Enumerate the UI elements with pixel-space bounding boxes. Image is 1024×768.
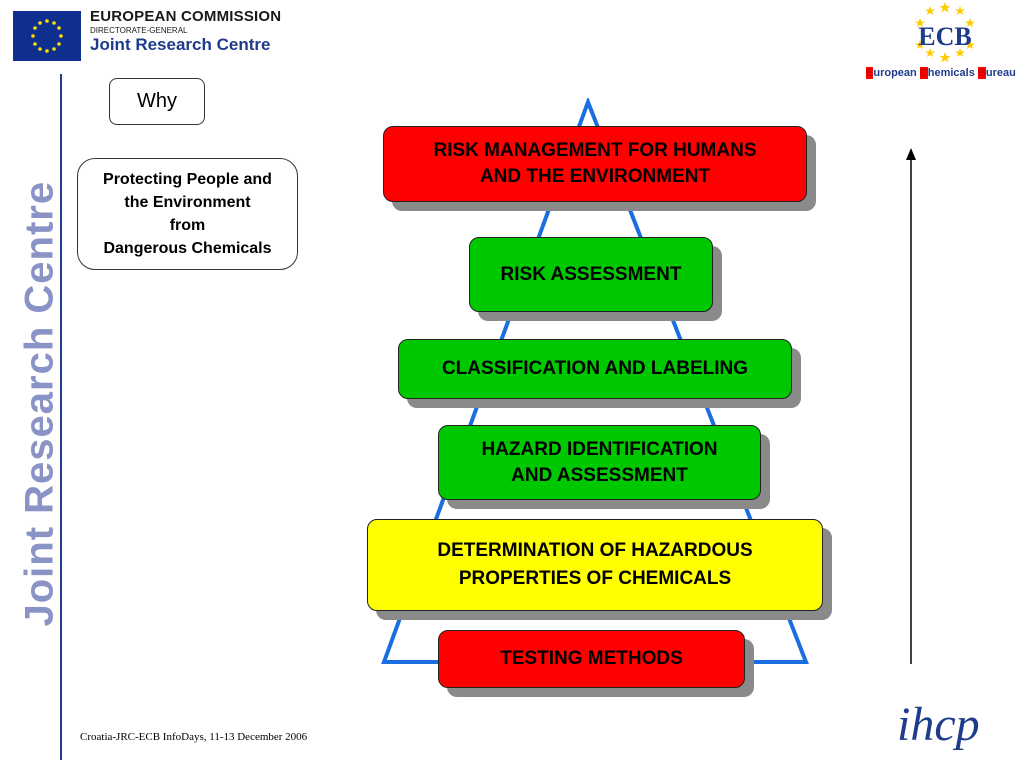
protect-line-3: from xyxy=(169,217,206,234)
ec-header: EUROPEAN COMMISSION DIRECTORATE-GENERAL … xyxy=(90,8,281,55)
classification-box: CLASSIFICATION AND LABELING xyxy=(398,339,792,399)
ecb-logo-text: ECB xyxy=(918,22,971,51)
protect-line-4: Dangerous Chemicals xyxy=(103,240,272,257)
ec-subtitle: DIRECTORATE-GENERAL xyxy=(90,26,188,35)
risk-assessment-box: RISK ASSESSMENT xyxy=(469,237,713,312)
why-box: Why xyxy=(109,78,205,125)
footer-text: Croatia-JRC-ECB InfoDays, 11-13 December… xyxy=(80,731,308,743)
up-arrow-icon xyxy=(906,148,916,664)
left-divider xyxy=(60,74,62,760)
vertical-jrc-text: Joint Research Centre xyxy=(17,180,62,627)
ec-title: EUROPEAN COMMISSION xyxy=(90,8,282,25)
protect-box: Protecting People and the Environment fr… xyxy=(77,158,298,270)
ecb-logo: ECB xyxy=(900,0,990,66)
determination-box: DETERMINATION OF HAZARDOUS PROPERTIES OF… xyxy=(367,519,823,611)
hazard-identification-box: HAZARD IDENTIFICATION AND ASSESSMENT xyxy=(438,425,761,500)
ec-centre: Joint Research Centre xyxy=(90,35,271,54)
ihcp-logo-text: ihcp xyxy=(897,698,980,751)
protect-line-1: Protecting People and xyxy=(103,171,272,188)
ecb-caption: European Chemicals Bureau xyxy=(866,67,1016,79)
eu-flag-logo xyxy=(13,11,81,61)
ihcp-logo: ihcp xyxy=(897,698,980,751)
protect-line-2: the Environment xyxy=(124,194,251,211)
risk-management-box: RISK MANAGEMENT FOR HUMANS AND THE ENVIR… xyxy=(383,126,807,202)
testing-methods-box: TESTING METHODS xyxy=(438,630,745,688)
